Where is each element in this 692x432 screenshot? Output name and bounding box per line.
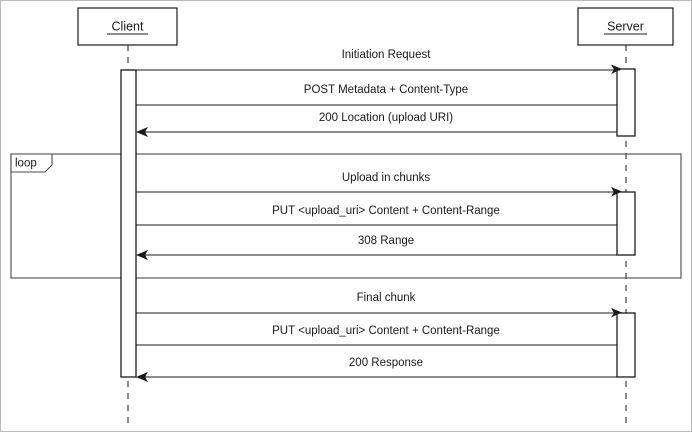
message-label-200-response: 200 Response [349,357,423,369]
message-final-chunk[interactable]: Final chunk [136,292,622,318]
participant-server[interactable]: Server [577,7,674,46]
message-label-initiation-request: Initiation Request [342,49,432,61]
message-initiation-request[interactable]: Initiation Request [136,49,622,74]
arrowhead-left-200-location [136,127,148,137]
message-put-chunk[interactable]: PUT <upload_uri> Content + Content-Range [136,205,617,226]
arrowhead-right-initiation-request [611,64,622,74]
message-label-upload-in-chunks: Upload in chunks [342,172,430,184]
participant-box-client [77,7,178,46]
arrowhead-right-upload-in-chunks [611,187,622,197]
participant-box-server [577,7,674,46]
message-put-final-chunk[interactable]: PUT <upload_uri> Content + Content-Range [136,325,617,346]
loop-fragment-tab [10,153,53,173]
message-label-308-range: 308 Range [358,235,414,247]
arrowhead-left-308-range [136,250,148,260]
message-label-final-chunk: Final chunk [357,292,416,304]
activation-bar-server-1 [616,68,636,137]
message-label-put-final-chunk: PUT <upload_uri> Content + Content-Range [272,325,500,337]
message-upload-in-chunks[interactable]: Upload in chunks [136,172,622,197]
message-200-response[interactable]: 200 Response [136,357,617,382]
participant-client[interactable]: Client [77,7,178,46]
message-label-200-location: 200 Location (upload URI) [319,112,453,124]
message-label-put-chunk: PUT <upload_uri> Content + Content-Range [272,205,500,217]
loop-fragment[interactable]: loop [10,153,682,279]
loop-fragment-label: loop [15,158,37,170]
loop-fragment-box [10,153,682,279]
arrowhead-left-200-response [136,372,148,382]
participant-label-client: Client [112,19,144,33]
message-200-location[interactable]: 200 Location (upload URI) [136,112,617,137]
activation-bar-server-2 [616,191,636,256]
activation-bar-server-3 [616,312,636,378]
message-label-post-metadata: POST Metadata + Content-Type [304,84,468,96]
arrowhead-right-final-chunk [611,308,622,318]
participant-label-server: Server [607,19,644,33]
message-post-metadata[interactable]: POST Metadata + Content-Type [136,84,617,106]
activation-bar-client [120,69,137,378]
message-308-range[interactable]: 308 Range [136,235,617,260]
